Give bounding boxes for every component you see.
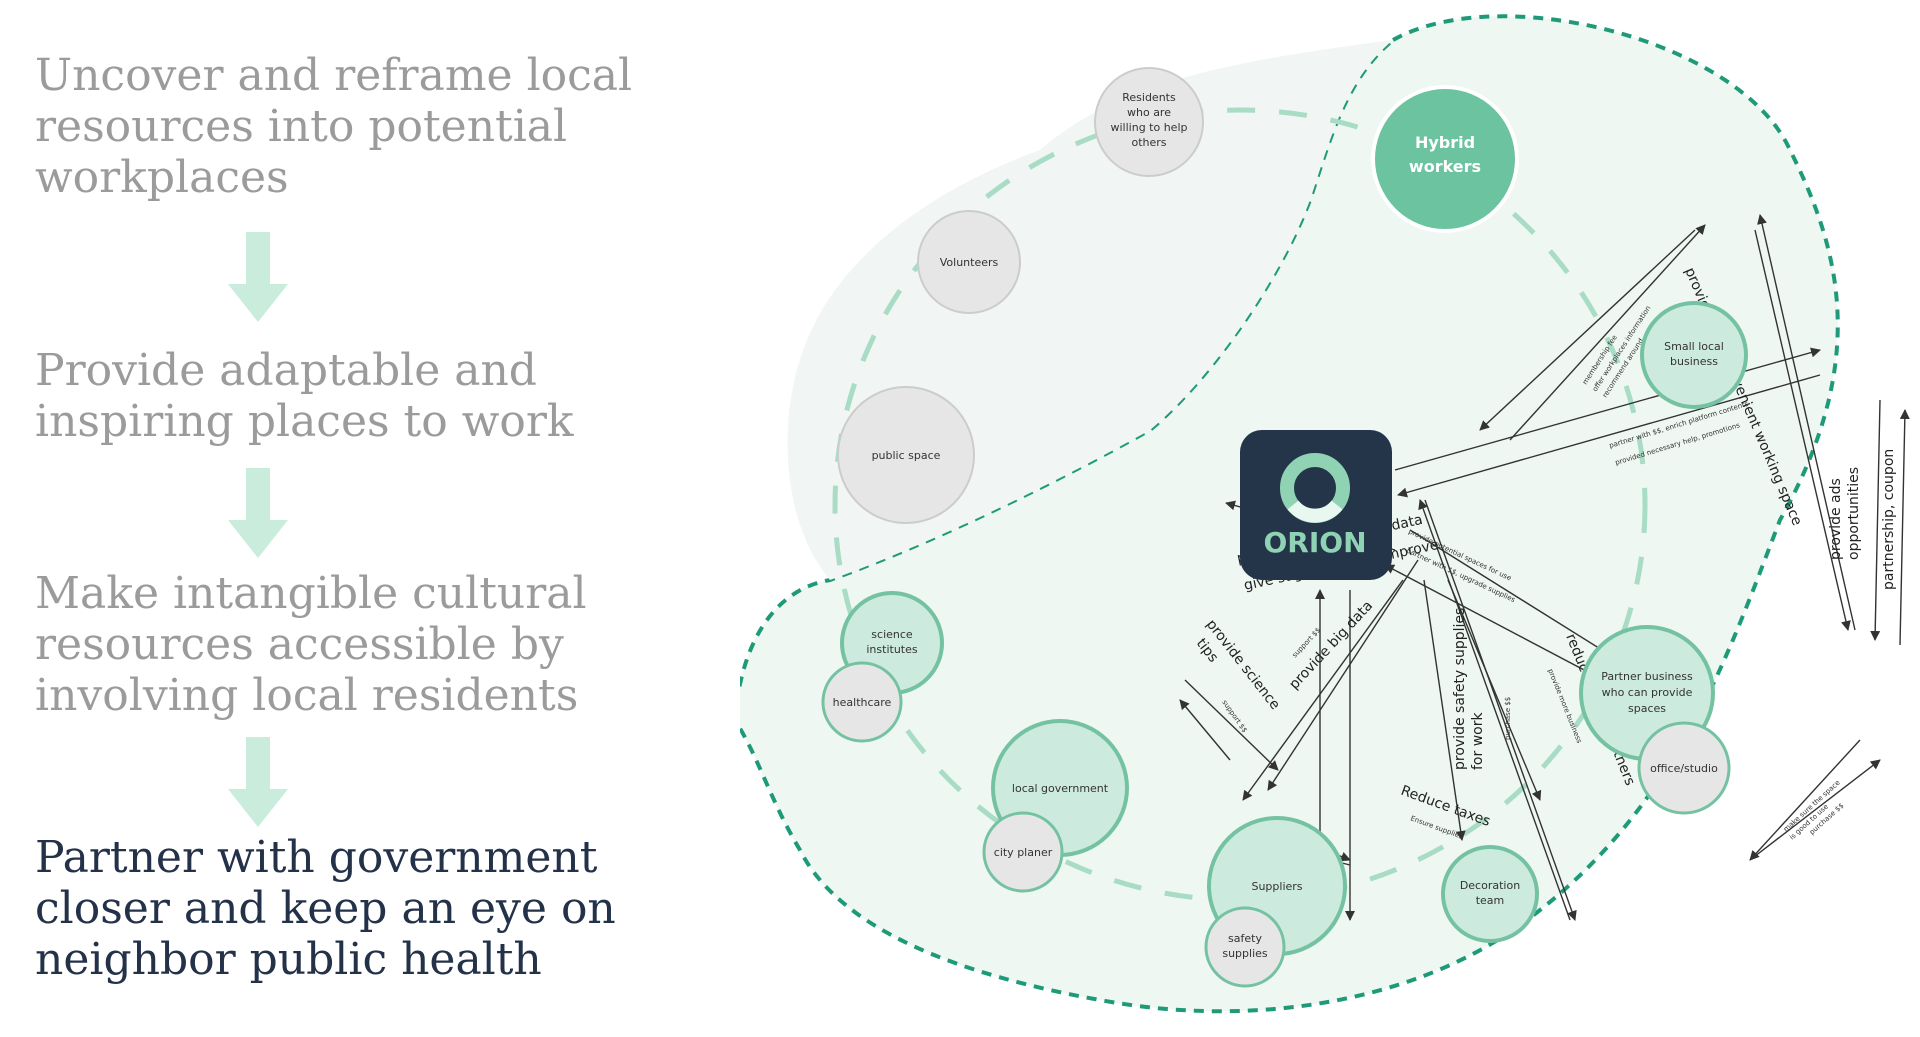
node-decoration-team: Decoration team — [1441, 845, 1539, 943]
edges — [1179, 214, 1910, 921]
edge-label-purchase-sm: purchase $$ — [1504, 697, 1512, 740]
node-residents: Residents who are willing to help others — [1094, 67, 1204, 177]
step-2-text: Provide adaptable and inspiring places t… — [35, 345, 574, 447]
svg-text:public space: public space — [872, 449, 941, 462]
svg-text:business: business — [1670, 355, 1718, 368]
svg-text:science: science — [871, 628, 913, 641]
svg-text:healthcare: healthcare — [833, 696, 892, 709]
process-steps: Uncover and reframe local resources into… — [0, 0, 740, 1037]
node-city-planer: city planer — [982, 811, 1064, 893]
svg-text:Partner business: Partner business — [1601, 670, 1693, 683]
svg-text:Residents: Residents — [1122, 91, 1176, 104]
svg-text:institutes: institutes — [866, 643, 917, 656]
node-healthcare: healthcare — [821, 661, 903, 743]
node-office-studio: office/studio — [1637, 721, 1731, 815]
step-3-text: Make intangible cultural resources acces… — [35, 568, 587, 721]
svg-text:team: team — [1476, 894, 1505, 907]
svg-text:supplies: supplies — [1222, 947, 1268, 960]
node-volunteers: Volunteers — [917, 210, 1021, 314]
down-arrow-icon — [228, 737, 288, 827]
svg-text:city planer: city planer — [994, 846, 1053, 859]
svg-text:who are: who are — [1127, 106, 1171, 119]
svg-text:workers: workers — [1409, 157, 1481, 176]
svg-text:who can provide: who can provide — [1602, 686, 1693, 699]
svg-text:Hybrid: Hybrid — [1415, 133, 1475, 152]
orion-logo-text: ORION — [1263, 526, 1366, 559]
svg-text:office/studio: office/studio — [1650, 762, 1718, 775]
svg-text:spaces: spaces — [1628, 702, 1666, 715]
svg-text:local government: local government — [1012, 782, 1109, 795]
svg-text:Small local: Small local — [1664, 340, 1724, 353]
down-arrow-icon — [228, 232, 288, 322]
down-arrow-icon — [228, 468, 288, 558]
node-small-business: Small local business — [1640, 301, 1748, 409]
svg-text:Volunteers: Volunteers — [940, 256, 999, 269]
ecosystem-diagram: provide user behavior data give suggesti… — [740, 14, 1910, 1014]
svg-text:safety: safety — [1228, 932, 1262, 945]
edge-label-coupon: partnership, coupon — [1881, 449, 1897, 590]
edge-label-make-sure-1: make sure the space — [1782, 779, 1842, 834]
edge-label-safety-supplies-2: for work — [1470, 712, 1486, 770]
svg-text:willing to help: willing to help — [1111, 121, 1188, 134]
svg-text:Decoration: Decoration — [1460, 879, 1520, 892]
orion-logo: ORION — [1240, 430, 1392, 580]
node-safety-supplies: safety supplies — [1204, 906, 1286, 988]
node-hybrid-workers: Hybrid workers — [1371, 85, 1519, 233]
svg-text:others: others — [1131, 136, 1166, 149]
edge-label-ads-2: opportunities — [1846, 467, 1862, 560]
edge-label-ads-1: provide ads — [1828, 478, 1844, 560]
orion-logo-icon — [1280, 453, 1350, 523]
edge-label-safety-supplies-1: provide safety supplies — [1452, 608, 1468, 770]
node-public-space: public space — [837, 386, 975, 524]
svg-text:Suppliers: Suppliers — [1251, 880, 1302, 893]
step-4-text: Partner with government closer and keep … — [35, 832, 616, 985]
step-1-text: Uncover and reframe local resources into… — [35, 50, 633, 203]
